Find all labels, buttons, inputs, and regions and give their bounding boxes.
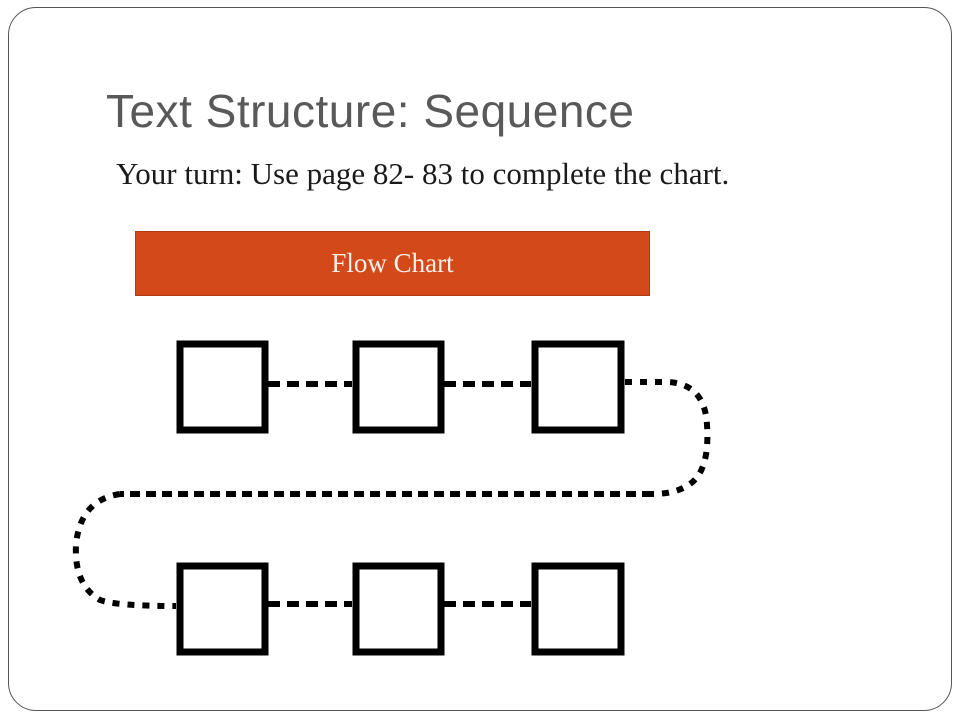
flow-box-2: [352, 340, 445, 434]
flow-box-5: [352, 562, 445, 656]
slide-frame: [8, 7, 952, 711]
flow-box-1: [176, 340, 269, 434]
slide-title: Text Structure: Sequence: [106, 85, 635, 137]
flow-box-6: [531, 562, 625, 656]
connector-left-turn: [72, 491, 177, 609]
slide-body-text: Your turn: Use page 82- 83 to complete t…: [116, 156, 730, 191]
flow-chart-banner: Flow Chart: [135, 231, 650, 296]
flow-box-4: [176, 562, 269, 656]
connector-3-turn: [625, 379, 711, 497]
flow-box-3: [531, 340, 625, 434]
